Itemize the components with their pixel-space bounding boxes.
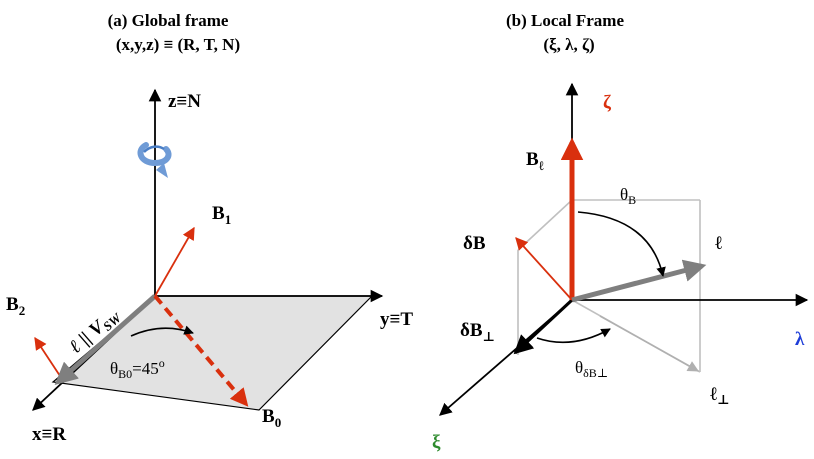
panel-local-frame: (b) Local Frame (ξ, λ, ζ) ζ λ ξ bbox=[432, 11, 809, 453]
lambda-label: λ bbox=[795, 329, 805, 350]
b1-label: B1 bbox=[212, 203, 231, 227]
z-axis-label: z≡N bbox=[168, 91, 201, 112]
delta-b-perp-label: δB⊥ bbox=[460, 320, 495, 344]
ell-label: ℓ bbox=[715, 233, 722, 254]
panel-global-frame: (a) Global frame (x,y,z) ≡ (R, T, N) z≡N… bbox=[6, 11, 413, 445]
ell-perp-label: ℓ⊥ bbox=[710, 384, 730, 407]
xi-label: ξ bbox=[432, 432, 441, 453]
construction-lines bbox=[517, 199, 701, 373]
b0-vector bbox=[153, 294, 249, 407]
y-axis-label: y≡T bbox=[380, 309, 413, 330]
panel-b-subtitle: (ξ, λ, ζ) bbox=[543, 35, 594, 54]
ell-perp-vector bbox=[599, 315, 699, 372]
delta-b-perp-vector bbox=[513, 298, 574, 355]
delta-b-label: δB bbox=[463, 233, 486, 254]
theta-dbperp-arc bbox=[536, 328, 611, 344]
x-axis-label: x≡R bbox=[32, 424, 66, 445]
delta-b-vector bbox=[515, 237, 573, 301]
b1-vector bbox=[154, 226, 195, 297]
b2-vector bbox=[34, 336, 65, 383]
b2-label: B2 bbox=[6, 294, 25, 318]
theta-b-arc bbox=[577, 211, 666, 277]
panel-a-title: (a) Global frame bbox=[108, 11, 229, 30]
theta-b-label: θB bbox=[620, 185, 636, 207]
b0-label: B0 bbox=[262, 406, 281, 430]
curved-rotation-arrow-icon bbox=[137, 142, 172, 178]
xy-plane bbox=[51, 295, 374, 411]
panel-a-subtitle: (x,y,z) ≡ (R, T, N) bbox=[116, 35, 240, 54]
zeta-label: ζ bbox=[603, 92, 612, 113]
theta-b0-label: θB0=45o bbox=[110, 356, 165, 381]
panel-b-title: (b) Local Frame bbox=[506, 11, 624, 30]
b-ell-label: Bℓ bbox=[526, 149, 544, 173]
theta-dbperp-label: θδB⊥ bbox=[575, 358, 608, 380]
theta-b0-arc bbox=[130, 325, 194, 337]
ell-vector bbox=[54, 294, 157, 385]
ell-vector-local bbox=[571, 259, 707, 303]
